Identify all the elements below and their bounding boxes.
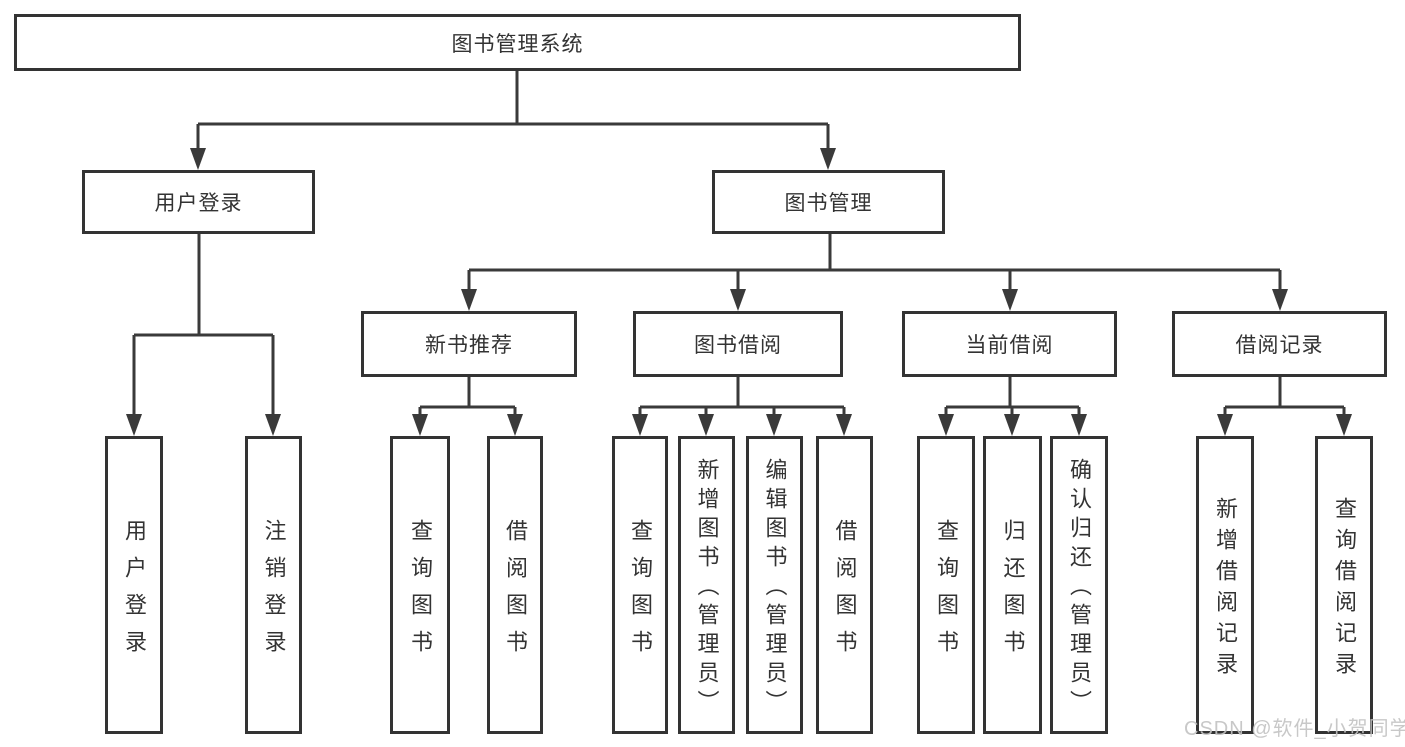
- leaf-borrow-books-recommend: 借阅图书: [487, 436, 543, 734]
- arrowhead: [461, 289, 477, 311]
- leaf-logout-label: 注销登录: [261, 518, 287, 667]
- arrowhead: [190, 148, 206, 170]
- connector-book-management-to-level3: [461, 234, 1288, 311]
- arrowhead: [1272, 289, 1288, 311]
- node-user-login: 用户登录: [82, 170, 315, 234]
- connector-new-book-recommend-to-children: [412, 377, 523, 436]
- leaf-user-login-label: 用户登录: [122, 518, 147, 667]
- node-new-book-recommend: 新书推荐: [361, 311, 577, 377]
- leaf-add-borrow-record-label: 新增借阅记录: [1213, 496, 1238, 683]
- leaf-return-books: 归还图书: [983, 436, 1042, 734]
- leaf-query-books-current: 查询图书: [917, 436, 975, 734]
- node-library-system: 图书管理系统: [14, 14, 1021, 71]
- leaf-query-books-borrow-label: 查询图书: [628, 518, 653, 667]
- connector-book-borrow-to-children: [632, 377, 852, 436]
- node-book-borrow: 图书借阅: [633, 311, 843, 377]
- arrowhead: [820, 148, 836, 170]
- arrowhead: [1071, 414, 1087, 436]
- arrowhead: [1002, 289, 1018, 311]
- node-borrow-records-label: 借阅记录: [1235, 334, 1324, 357]
- leaf-user-login: 用户登录: [105, 436, 163, 734]
- node-current-borrow: 当前借阅: [902, 311, 1117, 377]
- arrowhead: [1004, 414, 1020, 436]
- leaf-return-books-label: 归还图书: [1000, 518, 1026, 667]
- node-current-borrow-label: 当前借阅: [965, 334, 1054, 357]
- leaf-query-books-borrow: 查询图书: [612, 436, 668, 734]
- arrowhead: [1217, 414, 1233, 436]
- connector-current-borrow-to-children: [938, 377, 1087, 436]
- connector-root-to-level2: [190, 71, 836, 170]
- leaf-logout: 注销登录: [245, 436, 302, 734]
- leaf-query-books-recommend-label: 查询图书: [408, 518, 433, 667]
- leaf-query-books-current-label: 查询图书: [934, 518, 959, 667]
- leaf-query-books-recommend: 查询图书: [390, 436, 450, 734]
- arrowhead: [836, 414, 852, 436]
- leaf-borrow-books-borrow: 借阅图书: [816, 436, 873, 734]
- arrowhead: [938, 414, 954, 436]
- connector-borrow-records-to-children: [1217, 377, 1352, 436]
- node-library-system-label: 图书管理系统: [451, 32, 584, 56]
- leaf-add-borrow-record: 新增借阅记录: [1196, 436, 1254, 734]
- leaf-edit-book-admin-label: 编辑图书（管理员）: [762, 458, 788, 719]
- leaf-borrow-books-recommend-label: 借阅图书: [503, 518, 528, 667]
- arrowhead: [766, 414, 782, 436]
- node-book-borrow-label: 图书借阅: [694, 334, 782, 357]
- node-book-management-label: 图书管理: [784, 192, 873, 215]
- connector-user-login-to-children: [126, 234, 281, 436]
- leaf-borrow-books-borrow-label: 借阅图书: [832, 518, 858, 667]
- leaf-confirm-return-admin: 确认归还（管理员）: [1050, 436, 1108, 734]
- arrowhead: [1336, 414, 1352, 436]
- arrowhead: [698, 414, 714, 436]
- leaf-edit-book-admin: 编辑图书（管理员）: [746, 436, 803, 734]
- node-new-book-recommend-label: 新书推荐: [425, 334, 513, 357]
- leaf-query-borrow-record: 查询借阅记录: [1315, 436, 1373, 734]
- leaf-query-borrow-record-label: 查询借阅记录: [1332, 496, 1357, 683]
- leaf-add-book-admin-label: 新增图书（管理员）: [694, 458, 720, 719]
- watermark-text: CSDN @软件_小贺同学: [1184, 718, 1405, 740]
- leaf-add-book-admin: 新增图书（管理员）: [678, 436, 735, 734]
- node-book-management: 图书管理: [712, 170, 945, 234]
- node-borrow-records: 借阅记录: [1172, 311, 1387, 377]
- arrowhead: [632, 414, 648, 436]
- arrowhead: [126, 414, 142, 436]
- arrowhead: [507, 414, 523, 436]
- arrowhead: [730, 289, 746, 311]
- leaf-confirm-return-admin-label: 确认归还（管理员）: [1067, 458, 1092, 719]
- node-user-login-label: 用户登录: [154, 192, 243, 215]
- arrowhead: [412, 414, 428, 436]
- arrowhead: [265, 414, 281, 436]
